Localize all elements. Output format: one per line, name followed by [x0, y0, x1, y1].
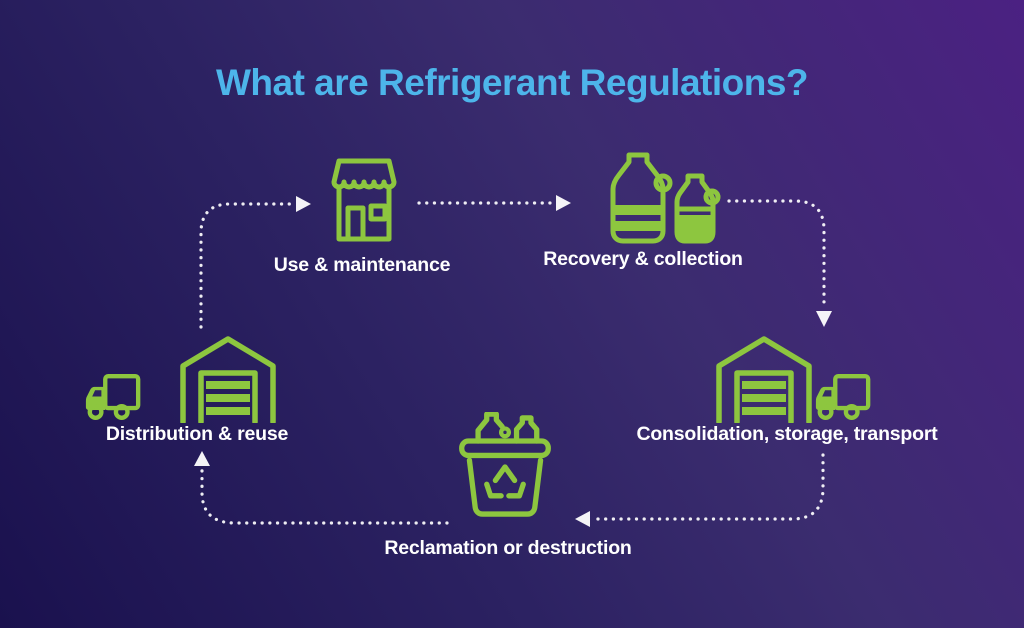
arrow-consolidation-to-reclamation	[592, 453, 825, 521]
arrowhead-right-2	[556, 195, 571, 211]
page-title: What are Refrigerant Regulations?	[215, 62, 809, 103]
arrowhead-down	[816, 311, 832, 327]
arrowhead-right-1	[296, 196, 311, 212]
arrow-reclamation-to-distribution	[200, 468, 449, 525]
arrow-recovery-to-consolidation	[727, 199, 826, 310]
arrowhead-up	[194, 451, 210, 466]
arrowhead-left	[575, 511, 590, 527]
arrow-distribution-to-use	[199, 202, 294, 329]
